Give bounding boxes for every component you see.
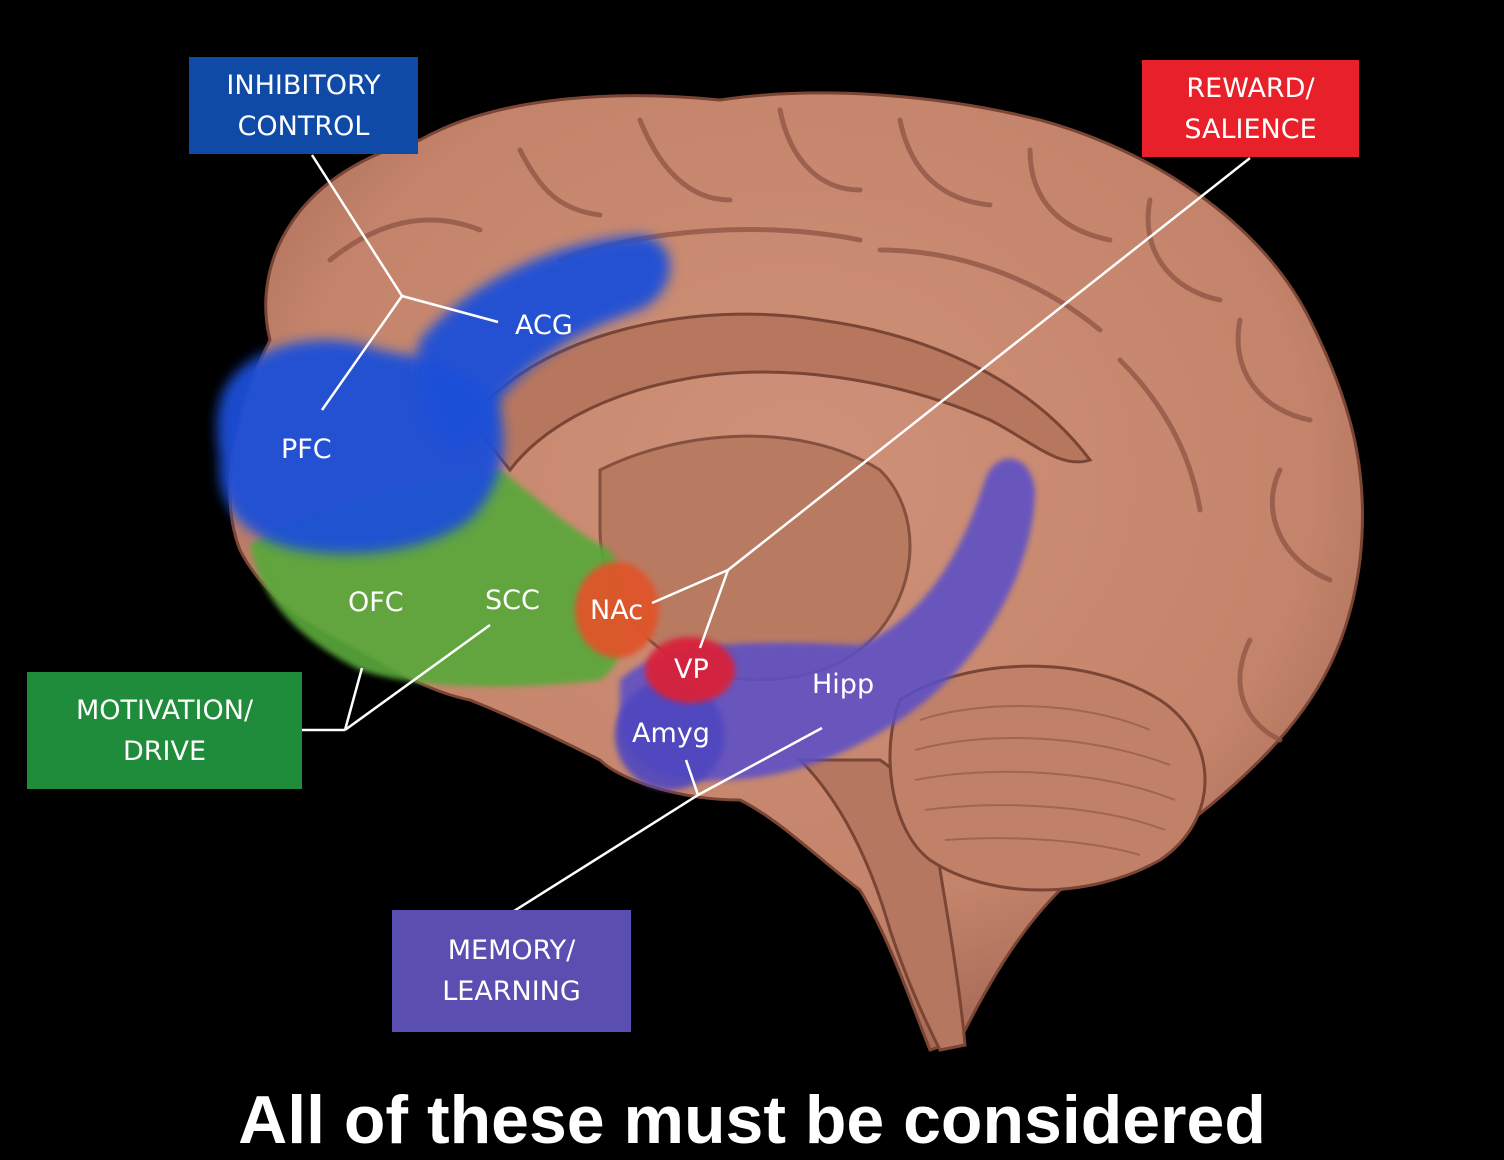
motivation-line2: DRIVE (122, 735, 207, 767)
connector-lines (302, 154, 1251, 913)
region-nac-shape (575, 562, 659, 658)
region-label-scc: SCC (485, 585, 540, 616)
memory-line2: LEARNING (442, 976, 581, 1007)
memory-connector (513, 726, 823, 913)
region-label-ofc: OFC (348, 587, 404, 618)
motivation-line1: MOTIVATION/ (75, 694, 254, 726)
region-label-pfc: PFC (281, 434, 332, 465)
motivation-connector (302, 623, 491, 732)
memory-learning-box: MEMORY/ LEARNING (392, 910, 631, 1032)
region-label-amyg: Amyg (632, 718, 710, 749)
memory-line1: MEMORY/ (447, 935, 576, 966)
region-vp-shape (645, 637, 735, 703)
inhibitory-control-box: INHIBITORY CONTROL (189, 57, 418, 154)
region-label-vp: VP (674, 654, 709, 685)
reward-line2: SALIENCE (1184, 113, 1317, 145)
reward-salience-box: REWARD/ SALIENCE (1142, 60, 1359, 157)
region-hipp-shape (620, 458, 1035, 781)
region-label-acg: ACG (515, 310, 573, 341)
inhibitory-line2: CONTROL (237, 110, 370, 142)
motivation-drive-box: MOTIVATION/ DRIVE (27, 672, 302, 789)
inhibitory-connector (310, 154, 499, 411)
region-overlays (217, 235, 1035, 790)
reward-line1: REWARD/ (1186, 72, 1315, 104)
region-acg-shape (416, 235, 670, 448)
region-label-hipp: Hipp (812, 669, 875, 700)
inhibitory-line1: INHIBITORY (226, 69, 381, 101)
caption-text: All of these must be considered (238, 1082, 1266, 1158)
region-amyg-shape (615, 680, 725, 790)
reward-connector (651, 157, 1251, 649)
region-label-nac: NAc (590, 595, 644, 626)
